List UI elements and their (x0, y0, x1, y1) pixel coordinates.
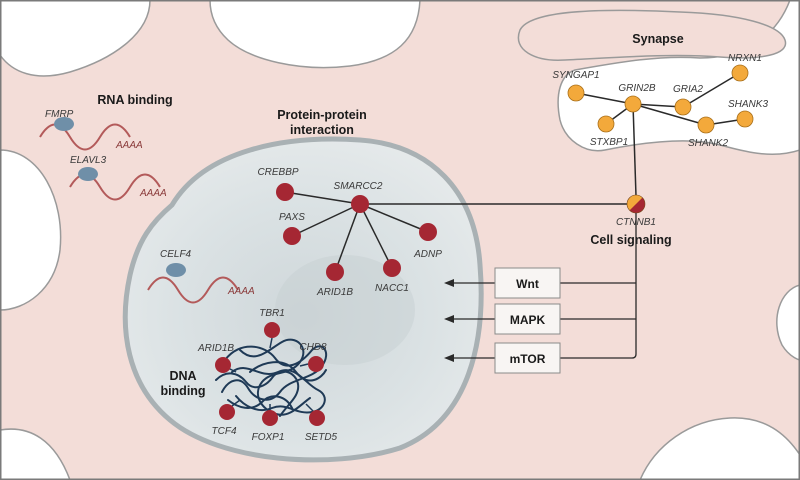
arid1b-ppi-label: ARID1B (316, 287, 353, 298)
nrxn1-label: NRXN1 (728, 53, 762, 64)
rna-binding-heading: RNA binding (97, 93, 172, 107)
mapk-label: MAPK (510, 313, 546, 327)
elavl3-label: ELAVL3 (70, 155, 107, 166)
smarcc2-node (351, 195, 369, 213)
setd5-label: SETD5 (305, 432, 338, 443)
nacc1-node (383, 259, 401, 277)
dna-binding-heading-line2: binding (160, 384, 205, 398)
tbr1-node (264, 322, 280, 338)
cell-signaling-heading: Cell signaling (590, 233, 671, 247)
arid1b-ppi-node (326, 263, 344, 281)
grin2b-node (624, 95, 642, 113)
syngap1-node (567, 84, 585, 102)
shank3-node (736, 110, 754, 128)
mtor-label: mTOR (510, 352, 546, 366)
stxbp1-label: STXBP1 (590, 137, 628, 148)
adnp-node (419, 223, 437, 241)
mtor-box: mTOR (494, 342, 561, 374)
extracellular-space-left (0, 149, 62, 311)
paxs-label: PAXS (279, 212, 305, 223)
foxp1-label: FOXP1 (252, 432, 285, 443)
ppi-edges (284, 191, 636, 273)
synapse-heading: Synapse (632, 32, 683, 46)
stxbp1-node (597, 115, 615, 133)
presynaptic-terminal (517, 9, 787, 61)
signaling-paths (452, 213, 637, 359)
shank2-label: SHANK2 (688, 138, 728, 149)
mapk-box: MAPK (494, 303, 561, 335)
celf4-label: CELF4 (160, 249, 192, 260)
tcf4-label: TCF4 (212, 426, 237, 437)
arid1b-dna-node (215, 357, 231, 373)
adnp-label: ADNP (413, 249, 442, 260)
rna-strand-3 (147, 276, 239, 304)
crebbp-label: CREBBP (257, 167, 298, 178)
dna-binding-heading-line1: DNA (169, 369, 196, 383)
polya-tail-1: AAAA (115, 140, 143, 151)
chromatin-strands (215, 338, 328, 417)
nrxn1-node (731, 64, 749, 82)
ppi-heading-line1: Protein-protein (277, 108, 367, 122)
fmrp-label: FMRP (45, 109, 74, 120)
tcf4-node (219, 404, 235, 420)
wnt-label: Wnt (516, 277, 539, 291)
extracellular-space-top (209, 0, 421, 69)
gria2-node (674, 98, 692, 116)
elavl3-protein (78, 167, 98, 181)
chd8-label: CHD8 (299, 342, 327, 353)
tbr1-label: TBR1 (259, 308, 285, 319)
polya-tail-2: AAAA (139, 188, 167, 199)
foxp1-node (262, 410, 278, 426)
gria2-label: GRIA2 (673, 84, 703, 95)
polya-tail-3: AAAA (227, 286, 255, 297)
ppi-heading-line2: interaction (290, 123, 354, 137)
extracellular-space-bottom-right (639, 417, 800, 480)
extracellular-space-top-left (0, 0, 151, 77)
nacc1-label: NACC1 (375, 283, 409, 294)
signaling-arrowheads (444, 279, 454, 362)
nucleus (122, 136, 484, 463)
grin2b-label: GRIN2B (618, 83, 656, 94)
chd8-node (308, 356, 324, 372)
celf4-protein (166, 263, 186, 277)
crebbp-node (276, 183, 294, 201)
fmrp-protein (54, 117, 74, 131)
syngap1-label: SYNGAP1 (552, 70, 599, 81)
paxs-node (283, 227, 301, 245)
wnt-box: Wnt (494, 267, 561, 299)
smarcc2-label: SMARCC2 (334, 181, 383, 192)
nucleolus-shadow (275, 255, 415, 365)
arid1b-dna-label: ARID1B (197, 343, 234, 354)
ctnnb1-node (626, 194, 646, 214)
setd5-node (309, 410, 325, 426)
shank2-node (697, 116, 715, 134)
shank3-label: SHANK3 (728, 99, 768, 110)
